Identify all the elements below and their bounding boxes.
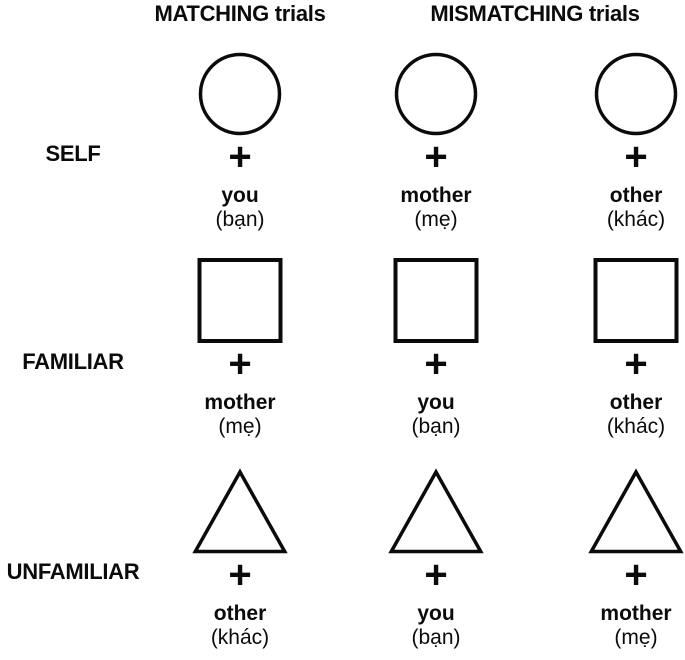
fixation-cross: + bbox=[228, 342, 252, 386]
cue-word-translation: (mẹ) bbox=[218, 415, 262, 438]
trial-cell-unfamiliar-mismatch-2: + mother (mẹ) bbox=[588, 468, 685, 650]
triangle-shape bbox=[388, 468, 484, 554]
cue-word-translation: (bạn) bbox=[411, 415, 461, 438]
cue-word: you bbox=[417, 391, 455, 414]
square-shape bbox=[393, 258, 479, 343]
trial-cell-unfamiliar-matching: + other (khác) bbox=[192, 468, 289, 650]
fixation-cross: + bbox=[624, 553, 648, 597]
cue-word-translation: (bạn) bbox=[215, 208, 265, 231]
cue-word: other bbox=[609, 184, 663, 207]
cue-word: mother bbox=[204, 391, 276, 414]
trial-cell-self-mismatch-2: + other (khác) bbox=[594, 52, 678, 232]
trial-cell-self-mismatch-1: + mother (mẹ) bbox=[394, 52, 478, 232]
matching-trials-header: MATCHING trials bbox=[154, 1, 326, 26]
cue-word: other bbox=[213, 602, 267, 625]
cue-word: you bbox=[417, 602, 455, 625]
cue-word-translation: (khác) bbox=[210, 626, 270, 649]
square-shape bbox=[593, 258, 679, 343]
row-label-self: SELF bbox=[45, 141, 101, 166]
mismatching-trials-header: MISMATCHING trials bbox=[430, 1, 640, 26]
trial-cell-unfamiliar-mismatch-1: + you (bạn) bbox=[388, 468, 485, 650]
cue-word: mother bbox=[600, 602, 672, 625]
fixation-cross: + bbox=[624, 135, 648, 179]
cue-word: you bbox=[221, 184, 259, 207]
circle-shape bbox=[394, 52, 478, 136]
fixation-cross: + bbox=[624, 342, 648, 386]
cue-word: other bbox=[609, 391, 663, 414]
cue-word-translation: (mẹ) bbox=[414, 208, 458, 231]
fixation-cross: + bbox=[424, 342, 448, 386]
cue-word-translation: (mẹ) bbox=[614, 626, 658, 649]
cue-word-translation: (bạn) bbox=[411, 626, 461, 649]
trial-cell-familiar-mismatch-1: + you (bạn) bbox=[393, 258, 479, 439]
square-shape bbox=[197, 258, 283, 343]
circle-shape bbox=[594, 52, 678, 136]
cue-word-translation: (khác) bbox=[606, 208, 666, 231]
fixation-cross: + bbox=[228, 553, 252, 597]
trial-cell-familiar-matching: + mother (mẹ) bbox=[197, 258, 283, 439]
cue-word-translation: (khác) bbox=[606, 415, 666, 438]
fixation-cross: + bbox=[424, 135, 448, 179]
trial-cell-self-matching: + you (bạn) bbox=[198, 52, 282, 232]
fixation-cross: + bbox=[424, 553, 448, 597]
triangle-shape bbox=[588, 468, 684, 554]
circle-shape bbox=[198, 52, 282, 136]
cue-word: mother bbox=[400, 184, 472, 207]
row-label-unfamiliar: UNFAMILIAR bbox=[6, 559, 140, 584]
row-label-familiar: FAMILIAR bbox=[22, 349, 124, 374]
fixation-cross: + bbox=[228, 135, 252, 179]
triangle-shape bbox=[192, 468, 288, 554]
trial-cell-familiar-mismatch-2: + other (khác) bbox=[593, 258, 679, 439]
